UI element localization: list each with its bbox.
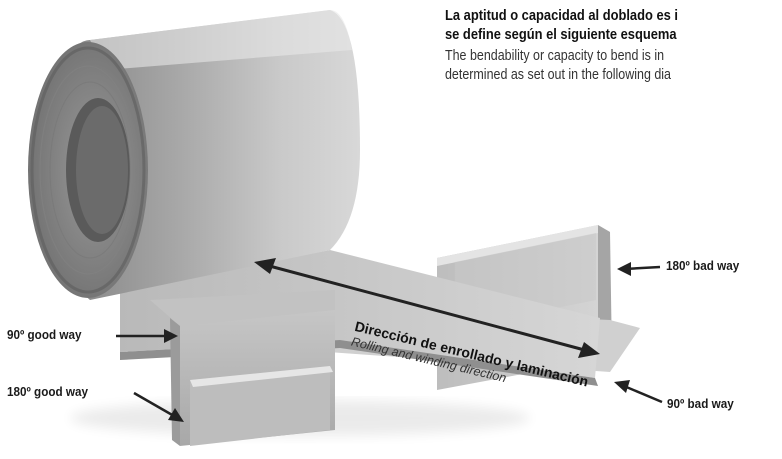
right-top-fold bbox=[437, 225, 610, 266]
label-90-bad-way: 90º bad way bbox=[667, 396, 734, 411]
heading: La aptitud o capacidad al doblado es i s… bbox=[445, 6, 782, 85]
heading-en-line2: determined as set out in the following d… bbox=[445, 67, 671, 83]
arrow-90-bad-way bbox=[614, 380, 630, 393]
label-180-good-way: 180º good way bbox=[7, 384, 88, 399]
arrow-90-good-way bbox=[164, 329, 178, 343]
label-180-bad-way: 180º bad way bbox=[666, 258, 740, 273]
flat-strip bbox=[120, 250, 600, 378]
rolling-direction-arrow bbox=[254, 258, 600, 358]
heading-es-line1: La aptitud o capacidad al doblado es i bbox=[445, 7, 678, 24]
left-hem bbox=[190, 366, 330, 446]
arrow-180-good-way bbox=[168, 408, 184, 422]
heading-es-line2: se define según el siguiente esquema bbox=[445, 26, 677, 43]
left-bent-plate bbox=[150, 290, 335, 446]
label-90-good-way: 90º good way bbox=[7, 327, 82, 342]
arrow-180-bad-way bbox=[617, 262, 631, 276]
label-arrows bbox=[116, 262, 663, 422]
heading-en-line1: The bendability or capacity to bend is i… bbox=[445, 48, 665, 64]
steel-coil bbox=[28, 10, 360, 300]
